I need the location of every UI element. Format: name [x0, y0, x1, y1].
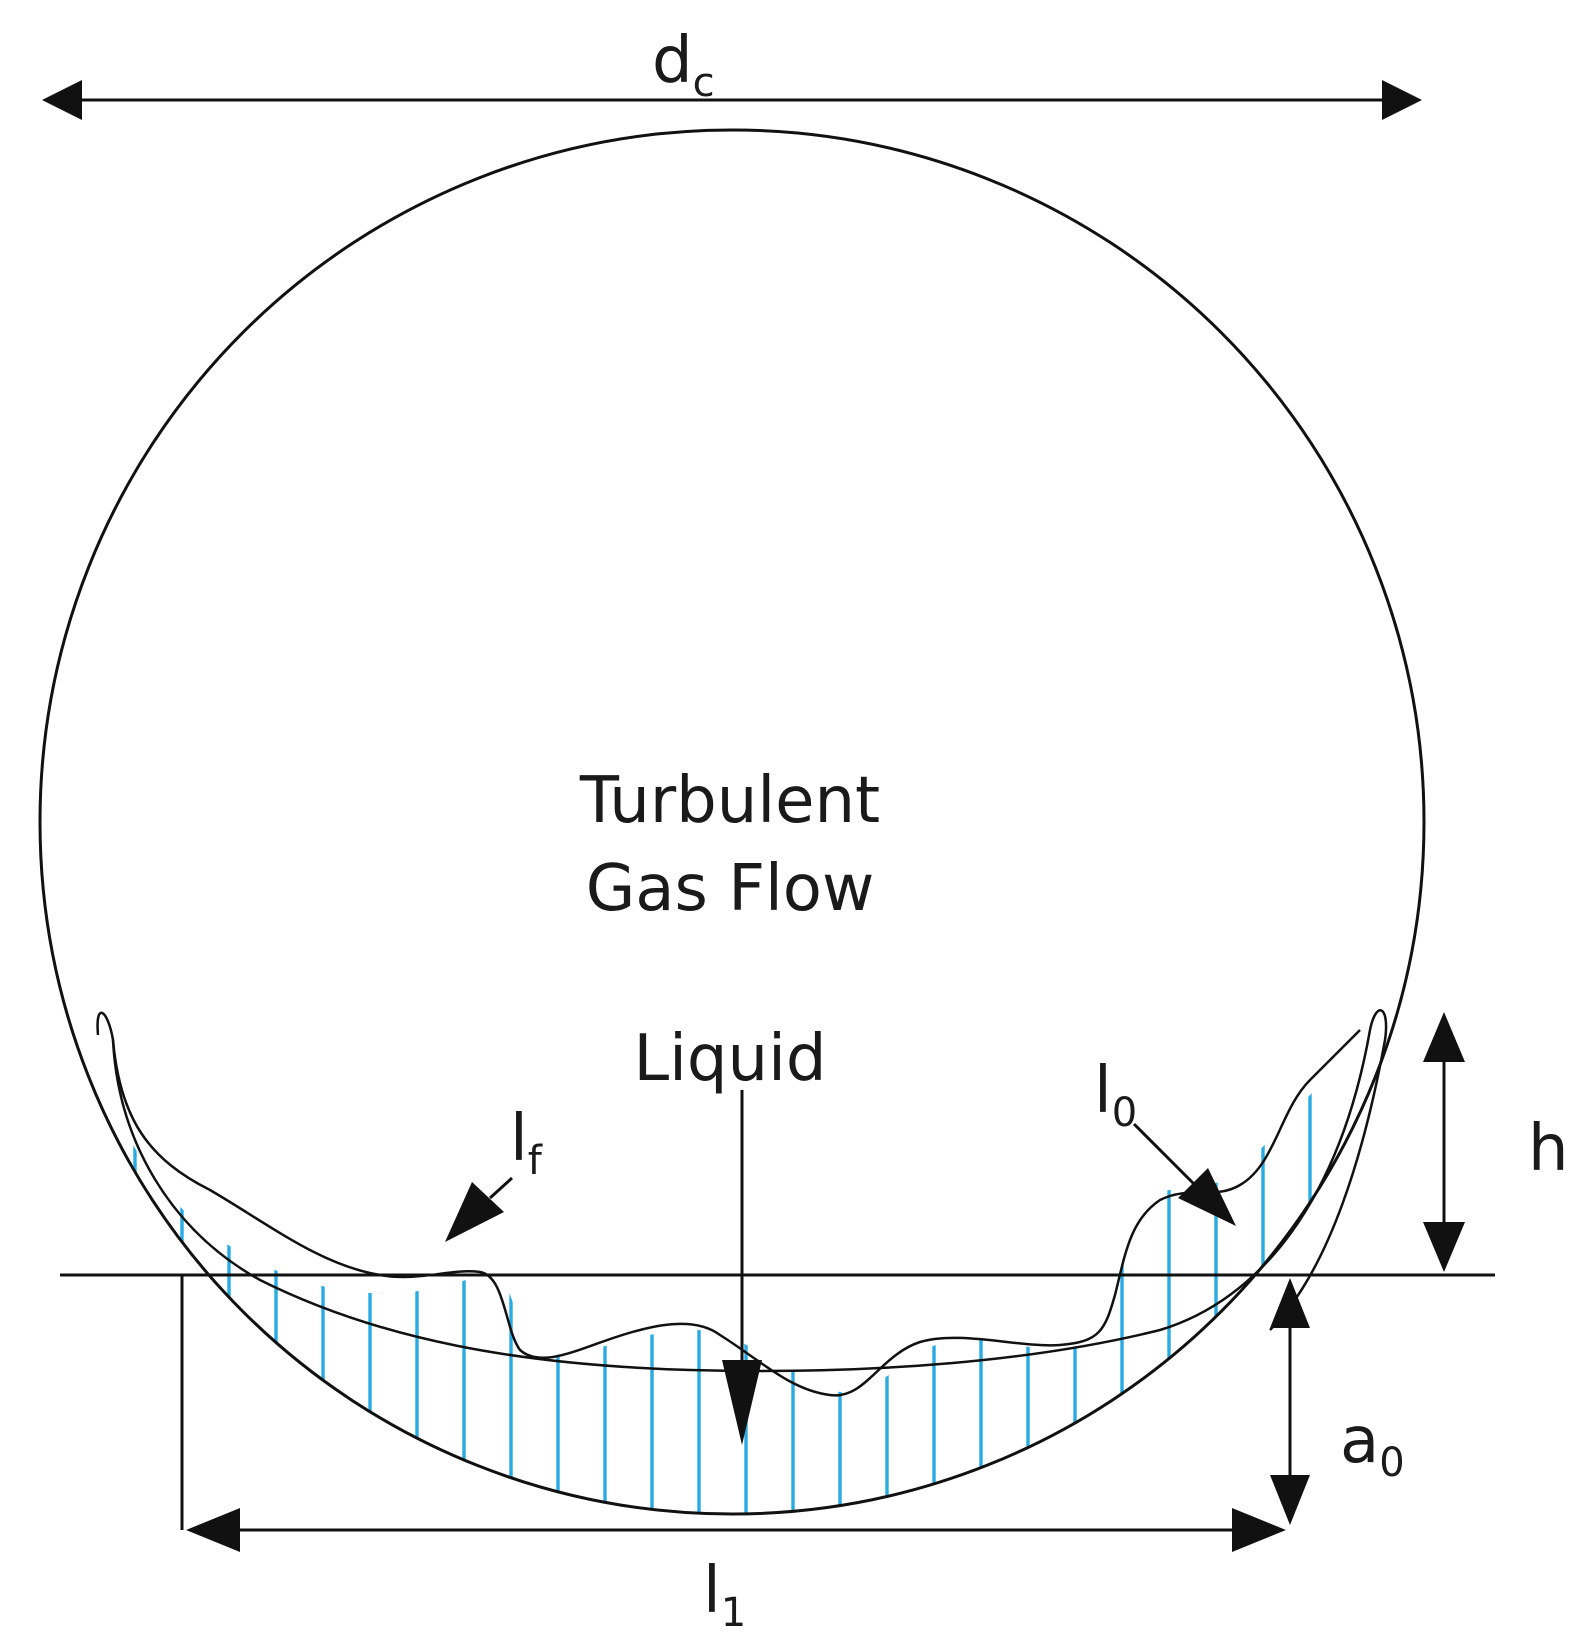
liquid-label: Liquid: [633, 1022, 826, 1096]
dc-label: dc: [652, 24, 715, 106]
liquid-arrow: [722, 1090, 762, 1445]
h-dimension-arrow: [1423, 1012, 1465, 1272]
l0-arrow: [1132, 1122, 1236, 1226]
gas-flow-line2: Gas Flow: [586, 852, 875, 926]
l1-dimension-arrow: [180, 1275, 1286, 1552]
lf-label: lf: [510, 1102, 543, 1184]
lf-arrow: [445, 1176, 514, 1242]
dc-dimension-arrow: [42, 80, 1422, 120]
l0-label: l0: [1094, 1054, 1137, 1136]
l1-label: l1: [703, 1554, 746, 1636]
liquid-film-outline: [96, 1009, 1388, 1373]
a0-label: a0: [1340, 1404, 1405, 1486]
h-label: h: [1528, 1112, 1569, 1186]
a0-dimension-arrow: [1270, 1278, 1310, 1525]
pipe-wall: [38, 128, 1426, 1516]
gas-flow-line1: Turbulent: [579, 764, 880, 838]
